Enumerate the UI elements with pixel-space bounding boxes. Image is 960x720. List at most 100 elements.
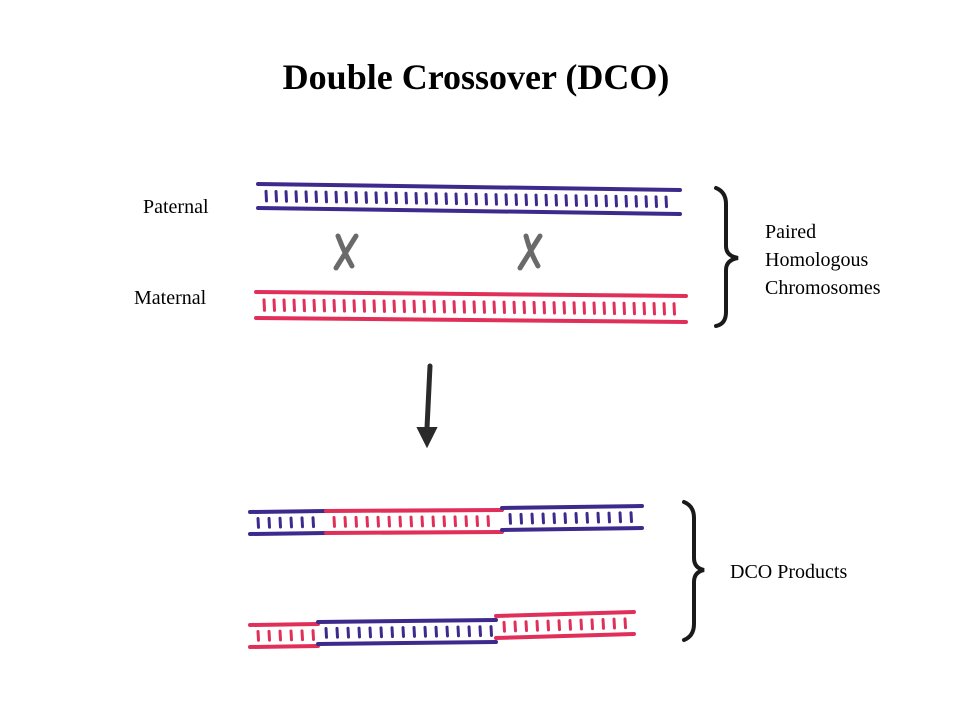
strand-rung <box>334 190 338 204</box>
strand-rung <box>344 190 348 204</box>
strand-bottom-rail <box>248 531 328 536</box>
strand-rung <box>302 298 306 313</box>
strand-rung <box>312 298 316 313</box>
strand-rung <box>364 191 368 204</box>
strand-rung <box>541 512 545 525</box>
strand-rung <box>322 298 326 313</box>
strand-rung <box>513 620 517 633</box>
strand-rung <box>672 302 676 316</box>
dco-product-2 <box>248 610 636 649</box>
strand-rung <box>374 191 378 204</box>
strand-rung <box>623 617 627 630</box>
strand-rung <box>486 515 490 527</box>
strand-bottom-rail <box>316 640 498 646</box>
strand-rung <box>544 193 548 207</box>
strand-bottom-rail <box>256 206 682 216</box>
paired-brace-icon <box>714 186 739 328</box>
dco-products-label: DCO Products <box>730 561 848 583</box>
paternal-chromosome <box>256 182 682 216</box>
strand-rung <box>354 191 358 204</box>
strand-rung <box>592 301 596 315</box>
strand-rung <box>572 301 576 315</box>
strand-rung <box>278 516 282 529</box>
dco-product-1 <box>248 504 644 536</box>
strand-top-rail <box>316 618 498 624</box>
strand-rung <box>434 625 438 638</box>
arrow-down-icon <box>416 363 438 449</box>
strand-rung <box>467 625 471 638</box>
strand-rung <box>324 627 328 639</box>
strand-rung <box>368 626 372 639</box>
strand-rung <box>387 515 391 528</box>
strand-rung <box>442 300 446 314</box>
strand-rung <box>402 299 406 314</box>
strand-rung <box>492 300 496 314</box>
strand-rung <box>594 194 598 208</box>
paired-label-line-1: Paired <box>765 221 817 243</box>
strand-rung <box>579 618 583 631</box>
strand-top-rail <box>256 182 682 192</box>
strand-rung <box>662 302 666 316</box>
strand-bottom-rail <box>254 316 688 324</box>
strand-rung <box>409 515 413 528</box>
strand-rung <box>612 301 616 316</box>
maternal-label: Maternal <box>134 287 207 309</box>
strand-rung <box>482 300 486 314</box>
strand-rung <box>444 192 448 205</box>
strand-rung <box>654 195 658 208</box>
strand-rung <box>604 194 608 208</box>
strand-rung <box>622 301 626 316</box>
strand-rung <box>401 626 405 638</box>
strand-rung <box>335 626 339 639</box>
strand-rung <box>453 515 457 528</box>
strand-rung <box>664 195 668 209</box>
strand-rung <box>564 194 568 207</box>
strand-rung <box>519 512 523 525</box>
strand-rung <box>456 625 460 638</box>
strand-rung <box>502 620 506 633</box>
strand-rung <box>332 516 336 528</box>
strand-rung <box>475 515 479 528</box>
strand-rung <box>282 298 286 312</box>
strand-bottom-rail <box>324 530 504 535</box>
strand-rung <box>300 516 304 529</box>
strand-rung <box>574 512 578 524</box>
strand-rung <box>422 299 426 314</box>
maternal-chromosome <box>254 290 688 324</box>
strand-rung <box>424 192 428 205</box>
strand-top-rail <box>494 610 636 618</box>
diagram-title: Double Crossover (DCO) <box>282 57 670 97</box>
dco-brace-icon <box>682 500 705 642</box>
strand-rung <box>274 189 278 203</box>
strand-rung <box>404 191 408 205</box>
strand-bottom-rail <box>494 632 636 640</box>
strand-rung <box>324 190 328 204</box>
strand-rung <box>365 515 369 528</box>
strand-rung <box>284 190 288 203</box>
strand-rung <box>478 625 482 638</box>
strand-rung <box>376 515 380 528</box>
strand-bottom-rail <box>248 644 320 649</box>
strand-rung <box>472 300 476 314</box>
strand-rung <box>601 617 605 630</box>
strand-rung <box>590 618 594 631</box>
strand-rung <box>514 193 518 206</box>
strand-rung <box>314 190 318 204</box>
strand-rung <box>464 192 468 206</box>
strand-rung <box>384 191 388 205</box>
paired-label-line-2: Homologous <box>765 249 869 271</box>
strand-rung <box>554 193 558 207</box>
strand-rung <box>596 511 600 524</box>
strand-rung <box>582 301 586 315</box>
strand-rung <box>442 515 446 528</box>
strand-rung <box>304 190 308 203</box>
strand-rung <box>392 299 396 313</box>
strand-top-rail <box>248 622 320 627</box>
strand-rung <box>352 299 356 313</box>
strand-rung <box>607 511 611 524</box>
strand-rung <box>642 301 646 316</box>
strand-rung <box>412 299 416 314</box>
strand-rung <box>574 194 578 207</box>
strand-rung <box>454 192 458 206</box>
